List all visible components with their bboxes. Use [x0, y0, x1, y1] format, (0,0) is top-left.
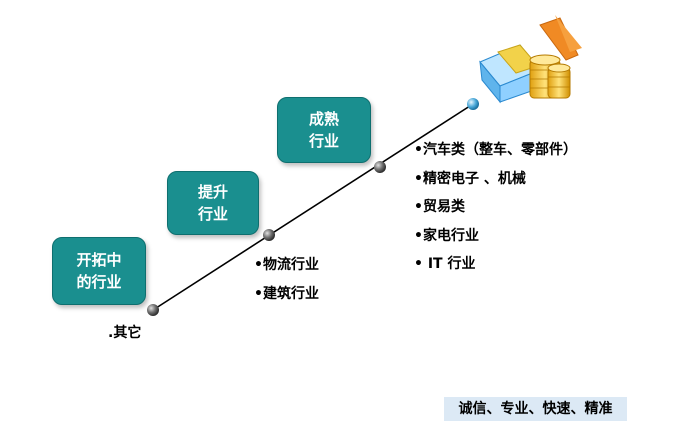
stage-mature-line2: 行业: [308, 132, 339, 150]
stage-improving-line1: 提升: [197, 183, 228, 201]
mature-industry-list: •汽车类（整车、零部件） •精密电子 、机械 •贸易类 •家电行业 • IT 行…: [414, 136, 577, 279]
growth-line: [152, 103, 474, 311]
stage-improving: 提升 行业: [167, 171, 259, 235]
node-mid: [263, 229, 275, 241]
stage-improving-line2: 行业: [197, 205, 228, 223]
stage-mature-line1: 成熟: [308, 110, 339, 128]
list-item: •精密电子 、机械: [414, 170, 526, 187]
stage-developing-line1: 开拓中: [76, 251, 122, 269]
node-other: [147, 304, 159, 316]
mid-industry-list: •物流行业 •建筑行业: [254, 251, 319, 308]
stage-mature: 成熟 行业: [277, 97, 371, 163]
slogan-banner: 诚信、专业、快速、精准: [444, 397, 627, 421]
list-item: •建筑行业: [254, 285, 319, 302]
stage-developing: 开拓中 的行业: [52, 237, 146, 305]
list-item: • IT 行业: [414, 256, 476, 272]
other-industries-label: .其它: [108, 325, 142, 341]
house-and-coins-icon: [479, 15, 582, 104]
list-item: •贸易类: [414, 199, 465, 215]
list-item: •家电行业: [414, 227, 479, 244]
node-top: [467, 98, 479, 110]
list-item: •物流行业: [254, 257, 319, 273]
node-mature: [374, 161, 386, 173]
list-item: •汽车类（整车、零部件）: [414, 142, 577, 158]
stage-developing-line2: 的行业: [76, 273, 122, 291]
